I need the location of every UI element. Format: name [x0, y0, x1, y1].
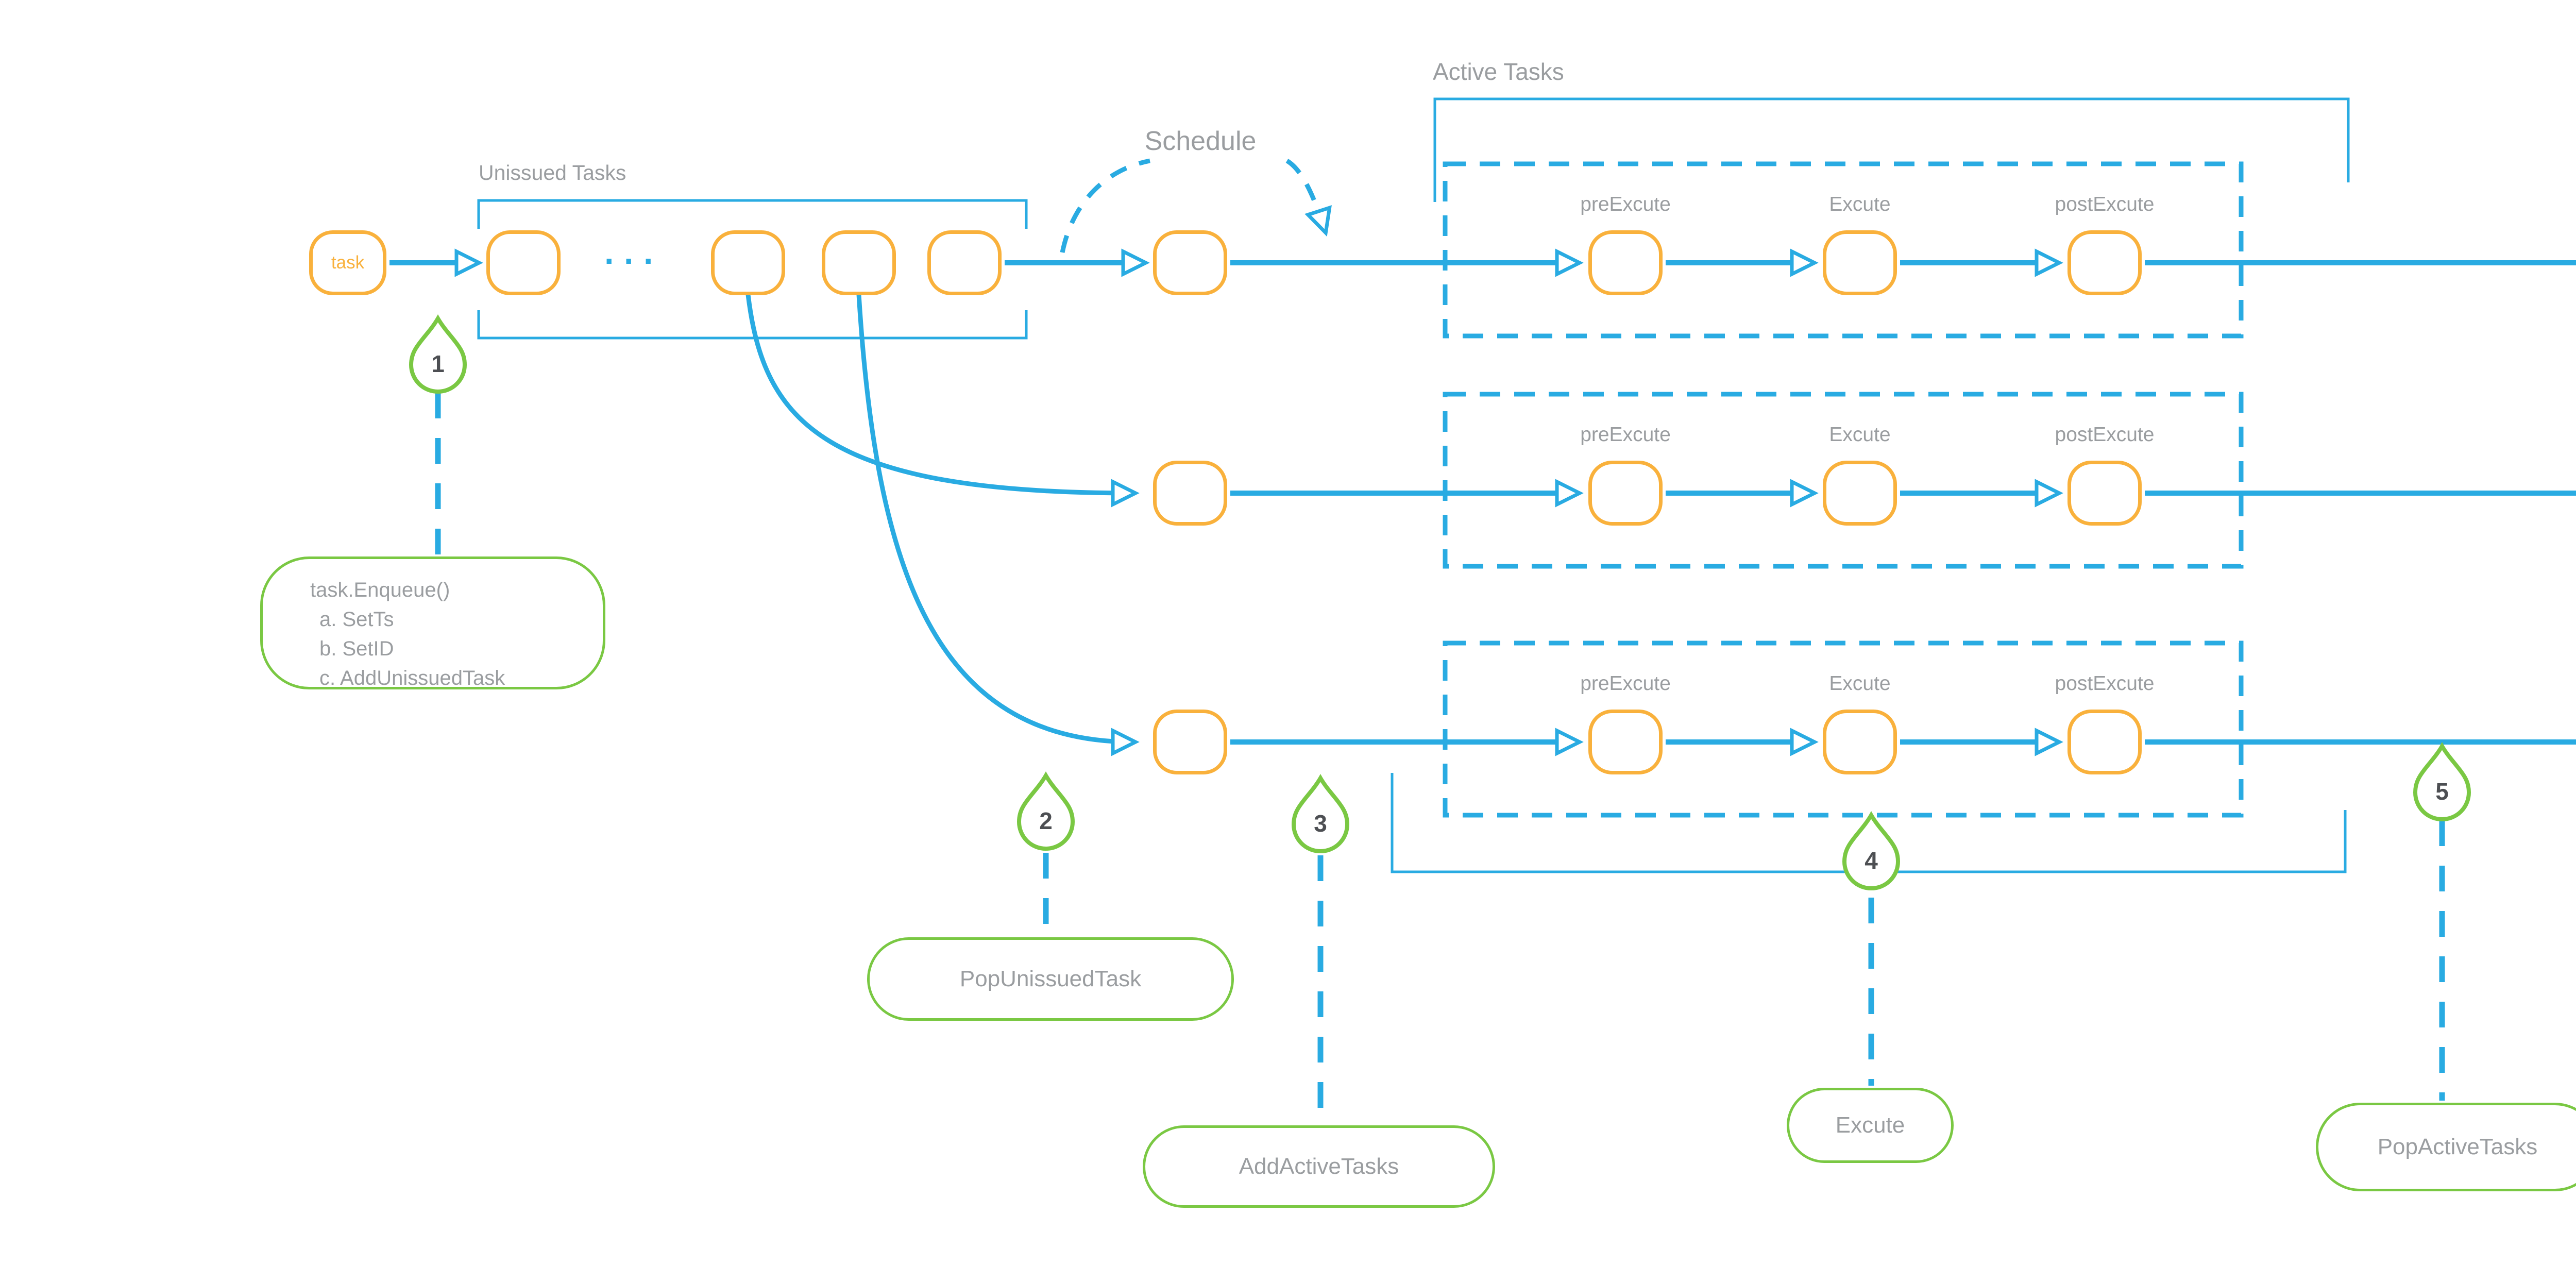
marker-3-number: 3 [1314, 810, 1327, 837]
task-node: task [309, 230, 386, 295]
queue-node-4 [927, 230, 1002, 295]
marker-1-teardrop-icon [409, 314, 467, 394]
executor-box-row1 [1443, 161, 2244, 339]
scheduled-node-row3 [1153, 710, 1227, 774]
curve-queue-to-row2 [745, 294, 1140, 508]
marker-2-number: 2 [1039, 807, 1053, 834]
curve-queue-to-row3 [856, 294, 1140, 756]
schedule-title: Schedule [1144, 126, 1257, 156]
unissued-tasks-title: Unissued Tasks [479, 161, 626, 184]
marker-2-teardrop-icon [1016, 771, 1075, 851]
postexcute-label-row1: postExcute [2055, 193, 2155, 215]
postexcute-node-row3 [2067, 710, 2142, 774]
marker-5-teardrop-icon [2413, 742, 2471, 821]
task-node-label: task [331, 252, 365, 273]
preexcute-label-row1: preExcute [1580, 193, 1671, 215]
postexcute-label-row2: postExcute [2055, 424, 2155, 446]
preexcute-node-row2 [1588, 461, 1663, 526]
popactivetasks-annotation-box: PopActiveTasks [2316, 1103, 2576, 1191]
schedule-arc-right [1285, 159, 1332, 237]
active-tasks-bracket-top [1433, 97, 2350, 202]
enqueue-annotation-box: task.Enqueue() a. SetTs b. SetID c. AddU… [260, 556, 605, 689]
excute-node-row2 [1823, 461, 1897, 526]
active-tasks-title: Active Tasks [1433, 58, 1564, 85]
preexcute-node-row3 [1588, 710, 1663, 774]
excute-annotation-box: Excute [1787, 1088, 1954, 1163]
preexcute-label-row2: preExcute [1580, 424, 1671, 446]
scheduled-node-row2 [1153, 461, 1227, 526]
excute-label-row2: Excute [1829, 424, 1891, 446]
postexcute-node-row2 [2067, 461, 2142, 526]
popunissuedtask-annotation-box: PopUnissuedTask [867, 937, 1234, 1021]
addactivetasks-annotation-box: AddActiveTasks [1143, 1125, 1495, 1208]
excute-label-row3: Excute [1829, 672, 1891, 695]
postexcute-node-row1 [2067, 230, 2142, 295]
marker-1-number: 1 [431, 350, 445, 377]
excute-label-row1: Excute [1829, 193, 1891, 215]
executor-box-row2 [1443, 392, 2244, 569]
postexcute-label-row3: postExcute [2055, 672, 2155, 695]
enqueue-line-1: task.Enqueue() [310, 579, 450, 601]
enqueue-line-2: a. SetTs [319, 608, 394, 631]
queue-node-1 [486, 230, 561, 295]
queue-ellipsis: ··· [604, 242, 663, 280]
excute-node-row3 [1823, 710, 1897, 774]
marker-5-number: 5 [2435, 778, 2449, 805]
unissued-tasks-bracket-bottom [477, 310, 1028, 340]
schedule-arc-left [1060, 158, 1150, 253]
executor-box-row3 [1443, 640, 2244, 818]
marker-4-number: 4 [1865, 847, 1878, 874]
queue-node-3 [822, 230, 896, 295]
scheduled-node-row1 [1153, 230, 1227, 295]
marker-3-teardrop-icon [1291, 774, 1350, 853]
unissued-tasks-bracket-top [477, 199, 1028, 229]
excute-node-row1 [1823, 230, 1897, 295]
preexcute-node-row1 [1588, 230, 1663, 295]
enqueue-line-3: b. SetID [319, 637, 394, 660]
enqueue-line-4: c. AddUnissuedTask [319, 667, 505, 689]
preexcute-label-row3: preExcute [1580, 672, 1671, 695]
queue-node-2 [711, 230, 785, 295]
marker-4-teardrop-icon [1842, 811, 1901, 890]
